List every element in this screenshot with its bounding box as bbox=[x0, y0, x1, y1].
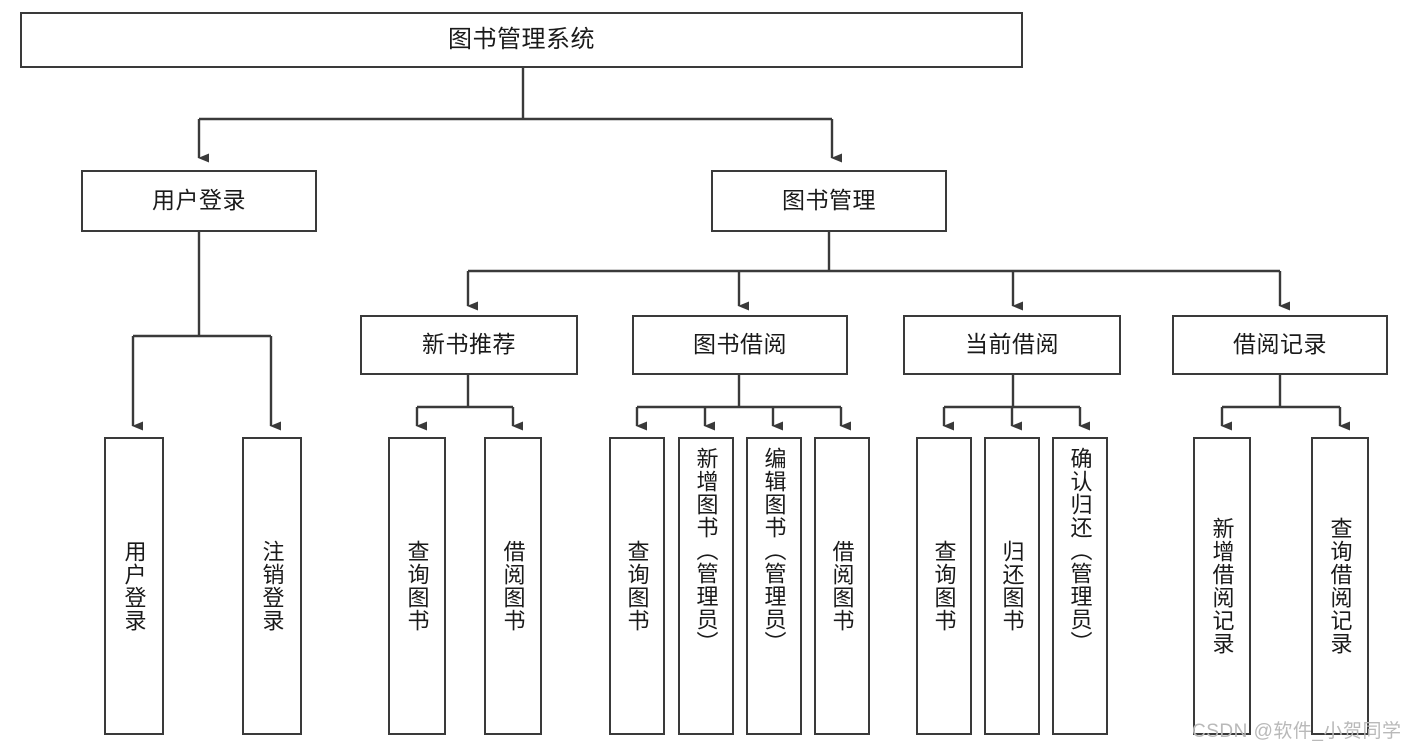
node-label: 新书推荐 bbox=[422, 331, 516, 358]
leaf-current-borrow-return-book[interactable]: 归还图书 bbox=[984, 437, 1040, 735]
csdn-watermark: CSDN @软件_小贺同学 bbox=[1192, 721, 1402, 742]
node-label: 图书管理 bbox=[782, 187, 876, 214]
node-label: 借阅图书 bbox=[829, 540, 855, 632]
node-label: 归还图书 bbox=[999, 540, 1025, 632]
node-new-book-recommend[interactable]: 新书推荐 bbox=[360, 315, 578, 375]
node-label: 用户登录 bbox=[121, 540, 147, 632]
node-label: 新增借阅记录 bbox=[1209, 517, 1235, 655]
node-label: 查询图书 bbox=[931, 540, 957, 632]
node-book-borrow[interactable]: 图书借阅 bbox=[632, 315, 848, 375]
leaf-borrow-record-add-record[interactable]: 新增借阅记录 bbox=[1193, 437, 1251, 735]
leaf-book-borrow-borrow-book[interactable]: 借阅图书 bbox=[814, 437, 870, 735]
node-label: 确认归还（管理员） bbox=[1067, 447, 1093, 654]
leaf-user-login-login[interactable]: 用户登录 bbox=[104, 437, 164, 735]
node-label: 图书管理系统 bbox=[448, 25, 595, 53]
leaf-user-login-logout[interactable]: 注销登录 bbox=[242, 437, 302, 735]
node-current-borrow[interactable]: 当前借阅 bbox=[903, 315, 1121, 375]
node-label: 查询图书 bbox=[624, 540, 650, 632]
leaf-borrow-record-query-record[interactable]: 查询借阅记录 bbox=[1311, 437, 1369, 735]
node-label: 查询图书 bbox=[404, 540, 430, 632]
node-label: 借阅记录 bbox=[1233, 331, 1327, 358]
node-user-login[interactable]: 用户登录 bbox=[81, 170, 317, 232]
node-label: 新增图书（管理员） bbox=[693, 447, 719, 654]
node-label: 编辑图书（管理员） bbox=[761, 447, 787, 654]
leaf-book-borrow-query-book[interactable]: 查询图书 bbox=[609, 437, 665, 735]
node-label: 当前借阅 bbox=[965, 331, 1059, 358]
node-label: 借阅图书 bbox=[500, 540, 526, 632]
node-borrow-record[interactable]: 借阅记录 bbox=[1172, 315, 1388, 375]
node-label: 图书借阅 bbox=[693, 331, 787, 358]
leaf-book-borrow-edit-book-admin[interactable]: 编辑图书（管理员） bbox=[746, 437, 802, 735]
node-label: 注销登录 bbox=[259, 540, 285, 632]
leaf-current-borrow-query-book[interactable]: 查询图书 bbox=[916, 437, 972, 735]
node-label: 用户登录 bbox=[152, 187, 246, 214]
leaf-book-borrow-add-book-admin[interactable]: 新增图书（管理员） bbox=[678, 437, 734, 735]
leaf-new-book-borrow-book[interactable]: 借阅图书 bbox=[484, 437, 542, 735]
leaf-new-book-query-book[interactable]: 查询图书 bbox=[388, 437, 446, 735]
node-root-book-management-system[interactable]: 图书管理系统 bbox=[20, 12, 1023, 68]
node-book-management[interactable]: 图书管理 bbox=[711, 170, 947, 232]
leaf-current-borrow-confirm-return-admin[interactable]: 确认归还（管理员） bbox=[1052, 437, 1108, 735]
node-label: 查询借阅记录 bbox=[1327, 517, 1353, 655]
